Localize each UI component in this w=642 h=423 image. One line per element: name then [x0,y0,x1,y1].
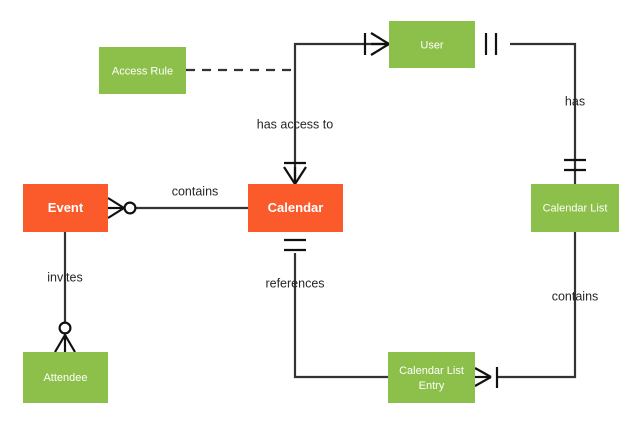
entity-calendar-list-entry[interactable]: Calendar List Entry [388,352,475,403]
relationship-label-invites: invites [47,270,82,284]
cardinality-entry-right-one-or-many [474,367,499,388]
entity-access-rule[interactable]: Access Rule [99,47,186,94]
entity-user[interactable]: User [389,21,475,68]
connector-calendar-list-to-entry [498,232,577,379]
connector-user-to-calendar-list [510,42,577,184]
entity-calendar-list-label: Calendar List [543,202,608,214]
cardinality-calendar-top-one-or-many [283,161,307,185]
entity-user-box[interactable] [389,21,475,68]
relationship-label-contains-event-calendar: contains [172,184,219,198]
entity-calendar-box[interactable] [248,184,343,232]
cardinality-attendee-top-zero-or-many [54,321,76,353]
entity-calendar-list-entry-label-line1: Calendar List [399,365,464,377]
entity-calendar-list-entry-label-line2: Entry [419,380,445,392]
cardinality-user-right-one-and-only-one [484,33,498,55]
entity-attendee-box[interactable] [23,352,108,403]
entity-event-box[interactable] [23,184,108,232]
entity-access-rule-label: Access Rule [112,65,173,77]
connector-calendar-to-user [293,42,389,184]
entity-event[interactable]: Event [23,184,108,232]
entity-calendar-list-entry-box[interactable] [388,352,475,403]
relationship-label-contains-calendar-list: contains [552,289,599,303]
entity-calendar[interactable]: Calendar [248,184,343,232]
entity-access-rule-box[interactable] [99,47,186,94]
entity-attendee-label: Attendee [43,372,87,384]
entity-calendar-label: Calendar [268,200,324,215]
cardinality-event-right-zero-or-many [107,197,137,219]
entity-calendar-list[interactable]: Calendar List [531,184,619,232]
relationship-label-has-access-to: has access to [257,117,333,131]
entity-calendar-list-box[interactable] [531,184,619,232]
cardinality-calendar-bottom-one-and-only-one [284,238,306,252]
entity-user-label: User [420,39,444,51]
relationship-label-references: references [265,276,324,290]
entity-attendee[interactable]: Attendee [23,352,108,403]
cardinality-user-left-one-or-many [363,32,390,56]
cardinality-calendar-list-top-one-and-only-one [564,158,586,172]
connector-calendar-to-calendar-list-entry [293,253,388,379]
relationship-label-has: has [565,94,585,108]
entity-event-label: Event [48,200,84,215]
